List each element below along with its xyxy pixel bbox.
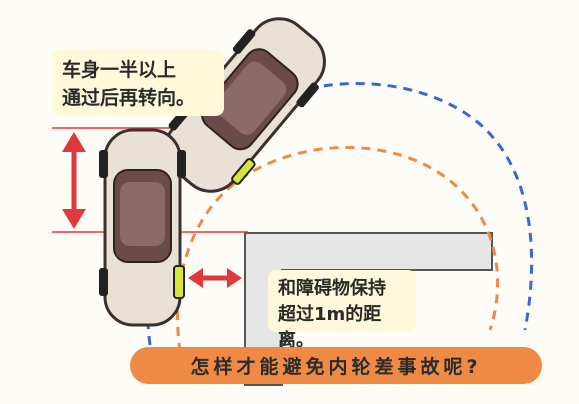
callout-clearance-line-1: 和障碍物保持 — [278, 278, 386, 299]
vertical-distance-arrow — [62, 132, 86, 229]
bottom-question-banner: 怎样才能避免内轮差事故呢? — [130, 347, 542, 384]
clearance-arrow — [188, 268, 242, 288]
callout-turn-timing-line-1: 车身一半以上 — [62, 59, 177, 81]
inner-turn-arc — [176, 145, 500, 353]
upper-car — [164, 17, 326, 193]
callout-clearance-line-2: 超过1m的距离。 — [278, 304, 382, 351]
callout-turn-timing-line-2: 通过后再转向。 — [62, 87, 196, 109]
callout-turn-timing: 车身一半以上 通过后再转向。 — [52, 50, 224, 116]
lower-car — [99, 128, 186, 327]
callout-clearance: 和障碍物保持 超过1m的距离。 — [268, 270, 416, 351]
